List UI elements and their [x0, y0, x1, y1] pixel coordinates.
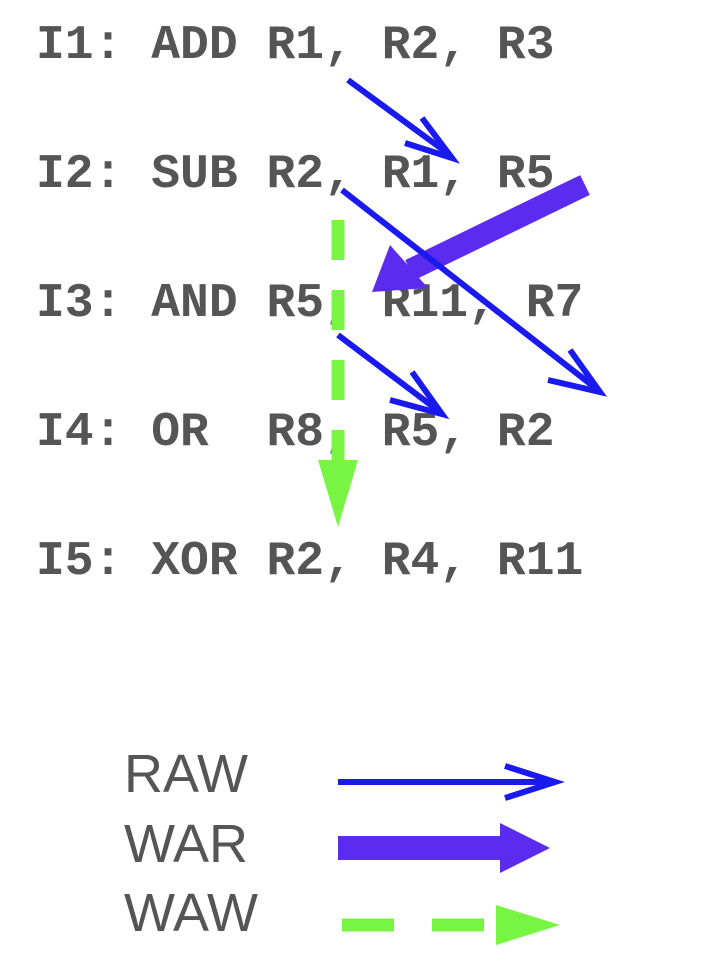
raw-arrow-i1-i2: [346, 77, 461, 164]
instruction-opcode: XOR: [151, 535, 238, 589]
instruction-label: I4:: [36, 406, 123, 460]
legend-raw-head: [504, 763, 565, 801]
legend-war-shaft: [338, 836, 508, 860]
instruction-opcode: SUB: [151, 148, 238, 202]
raw-arrow-head: [404, 116, 461, 164]
raw-arrow-head: [389, 370, 450, 420]
instruction-label: I2:: [36, 148, 123, 202]
instruction-i1: I1: ADD R1, R2, R3: [36, 18, 555, 74]
raw-arrow-shaft: [336, 332, 442, 415]
war-arrow-i2-i3: [372, 175, 590, 292]
instruction-label: I1:: [36, 19, 123, 73]
legend-label-waw: WAW: [124, 883, 258, 943]
raw-arrow-i2-i4: [340, 187, 608, 397]
raw-arrow-shaft: [340, 187, 600, 393]
legend-war-head: [500, 823, 550, 873]
raw-arrow-i3-i4: [336, 332, 450, 420]
waw-arrow-i2-i5: [318, 220, 358, 527]
instruction-opcode: AND: [151, 277, 238, 331]
instruction-opcode: ADD: [151, 19, 238, 73]
legend-waw-head: [496, 905, 560, 945]
legend-label-war: WAR: [124, 814, 248, 874]
war-arrow-head: [372, 245, 428, 292]
instruction-opcode: OR: [151, 406, 238, 460]
legend-label-raw: RAW: [124, 744, 248, 804]
instruction-i4: I4: OR R8, R5, R2: [36, 405, 555, 461]
raw-arrow-head: [547, 348, 608, 397]
instruction-label: I3:: [36, 277, 123, 331]
legend-war-arrow: [338, 823, 550, 873]
instruction-i5: I5: XOR R2, R4, R11: [36, 534, 583, 590]
war-arrow-shaft: [405, 175, 590, 280]
waw-arrow-head: [318, 460, 358, 527]
raw-arrow-shaft: [346, 77, 452, 158]
instruction-operands: R1, R2, R3: [266, 19, 555, 73]
instruction-label: I5:: [36, 535, 123, 589]
legend-raw-arrow: [338, 763, 565, 801]
instruction-operands: R2, R4, R11: [266, 535, 584, 589]
legend-waw-arrow: [342, 905, 560, 945]
